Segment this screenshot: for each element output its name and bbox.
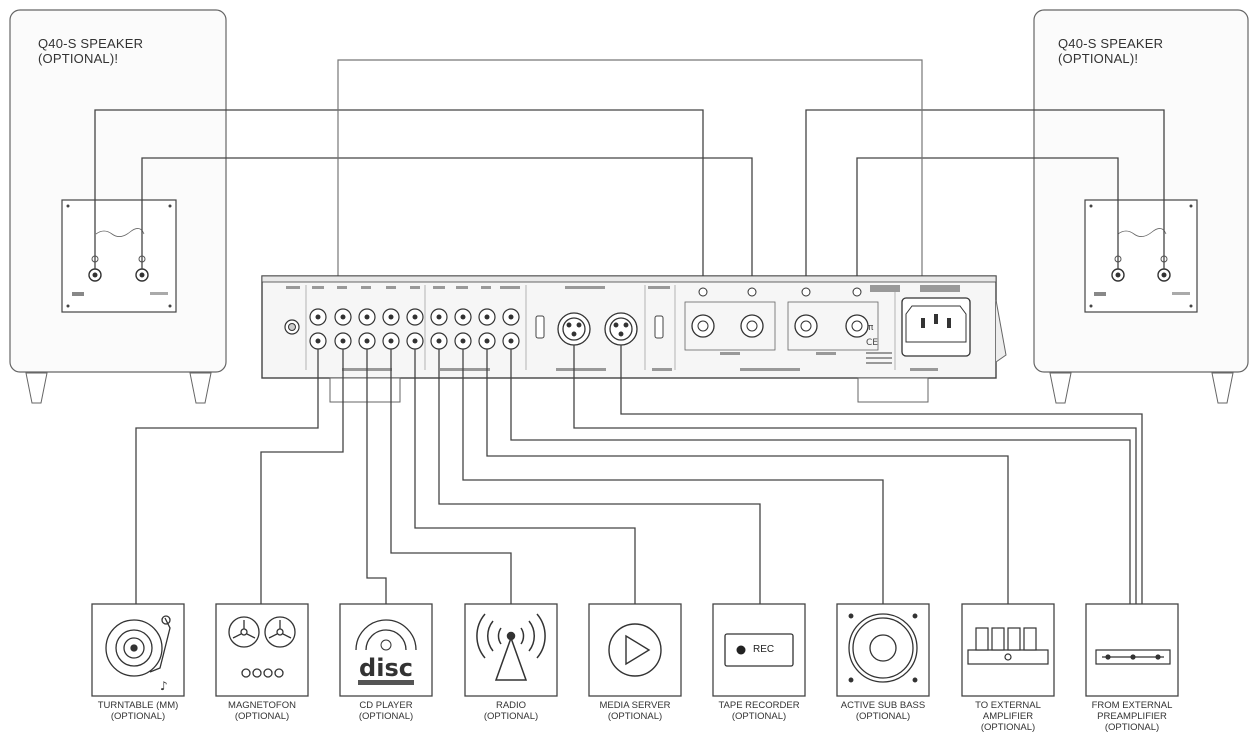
left-speaker	[9, 9, 227, 404]
device-label-cd-player: CD PLAYER (OPTIONAL)	[326, 700, 446, 722]
device-label-line: AMPLIFIER	[982, 711, 1034, 722]
svg-text:π: π	[868, 323, 874, 333]
right-speaker	[1033, 9, 1249, 404]
device-label-active-sub-bass: ACTIVE SUB BASS (OPTIONAL)	[823, 700, 943, 722]
right-speaker-title-line1: Q40-S SPEAKER	[1058, 36, 1164, 51]
left-speaker-terminal-plate	[61, 199, 177, 313]
left-speaker-title: Q40-S SPEAKER (OPTIONAL)!	[38, 36, 143, 66]
preamplifier-icon	[1095, 649, 1171, 665]
subwoofer-icon	[848, 613, 918, 683]
device-label-line: TURNTABLE (MM)	[97, 700, 179, 711]
device-label-line: TO EXTERNAL	[975, 700, 1041, 711]
svg-text:disc: disc	[359, 654, 413, 682]
device-label-media-server: MEDIA SERVER (OPTIONAL)	[575, 700, 695, 722]
right-speaker-title-line2: (OPTIONAL)!	[1058, 51, 1139, 66]
turntable-icon: ♪	[105, 615, 171, 693]
device-label-external-preamplifier: FROM EXTERNAL PREAMPLIFIER (OPTIONAL)	[1072, 700, 1192, 733]
device-label-line: ACTIVE SUB BASS	[840, 700, 926, 711]
device-label-line: (OPTIONAL)	[731, 711, 787, 722]
device-label-line: (OPTIONAL)	[110, 711, 166, 722]
record-icon	[724, 633, 794, 667]
device-label-line: (OPTIONAL)	[483, 711, 539, 722]
device-label-turntable: TURNTABLE (MM) (OPTIONAL)	[78, 700, 198, 722]
device-label-line: PREAMPLIFIER	[1097, 711, 1167, 722]
svg-text:CE: CE	[866, 338, 878, 348]
left-speaker-title-line2: (OPTIONAL)!	[38, 51, 119, 66]
play-icon	[608, 623, 662, 677]
radio-antenna-icon	[476, 613, 546, 681]
device-label-tape-recorder: TAPE RECORDER (OPTIONAL)	[699, 700, 819, 722]
device-label-line: (OPTIONAL)	[1104, 722, 1160, 733]
device-label-line: RADIO	[495, 700, 527, 711]
device-label-line: TAPE RECORDER	[718, 700, 800, 711]
device-label-line: (OPTIONAL)	[855, 711, 911, 722]
speaker-cables	[94, 59, 1165, 292]
device-label-line: MEDIA SERVER	[599, 700, 671, 711]
tube-amplifier-icon	[967, 627, 1049, 665]
device-label-radio: RADIO (OPTIONAL)	[451, 700, 571, 722]
reel-to-reel-icon	[228, 616, 296, 678]
device-label-line: (OPTIONAL)	[358, 711, 414, 722]
right-speaker-terminal-plate	[1084, 199, 1198, 313]
device-label-line: CD PLAYER	[359, 700, 413, 711]
rec-label: REC	[753, 644, 775, 655]
amplifier-rear-panel: π CE	[261, 275, 1007, 403]
svg-text:♪: ♪	[160, 679, 168, 693]
device-label-magnetofon: MAGNETOFON (OPTIONAL)	[202, 700, 322, 722]
right-speaker-title: Q40-S SPEAKER (OPTIONAL)!	[1058, 36, 1163, 66]
device-label-line: FROM EXTERNAL	[1091, 700, 1173, 711]
device-label-external-amplifier: TO EXTERNAL AMPLIFIER (OPTIONAL)	[948, 700, 1068, 733]
signal-cables	[135, 345, 1143, 604]
device-label-line: (OPTIONAL)	[234, 711, 290, 722]
device-label-line: MAGNETOFON	[228, 700, 296, 711]
left-speaker-title-line1: Q40-S SPEAKER	[38, 36, 144, 51]
compact-disc-icon: disc	[355, 619, 417, 685]
device-label-line: (OPTIONAL)	[980, 722, 1036, 733]
device-label-line: (OPTIONAL)	[607, 711, 663, 722]
